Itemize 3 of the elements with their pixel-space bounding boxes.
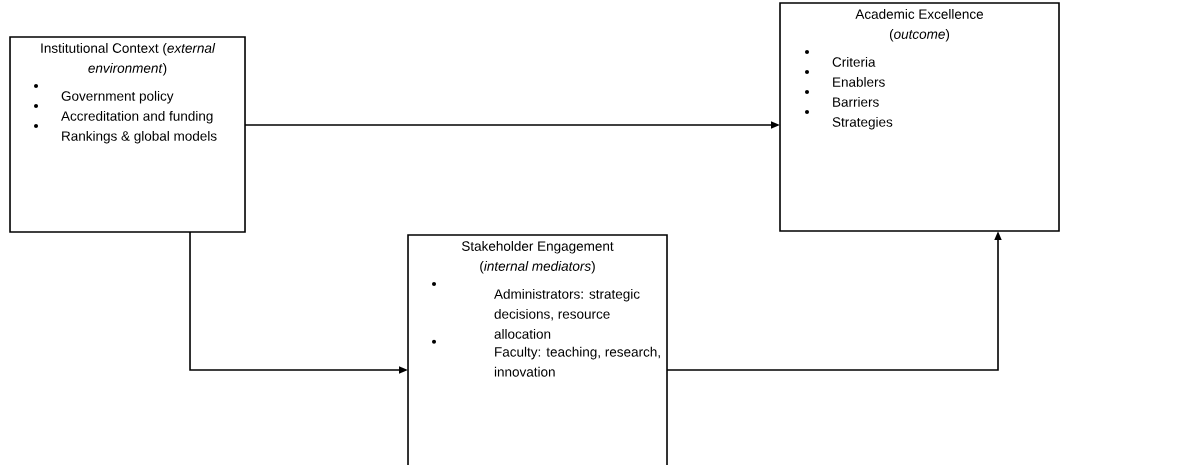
box: Stakeholder Engagement (internal mediators) Administrators: strategic decisions, resource allocation Faculty: teaching, research, innovation xyxy=(407,234,668,465)
box: Institutional Context (external environment) Government policy Accreditation and funding Rankings & global models xyxy=(9,36,246,233)
box: Academic Excellence (outcome) Criteria Enablers Barriers Strategies xyxy=(779,2,1060,232)
